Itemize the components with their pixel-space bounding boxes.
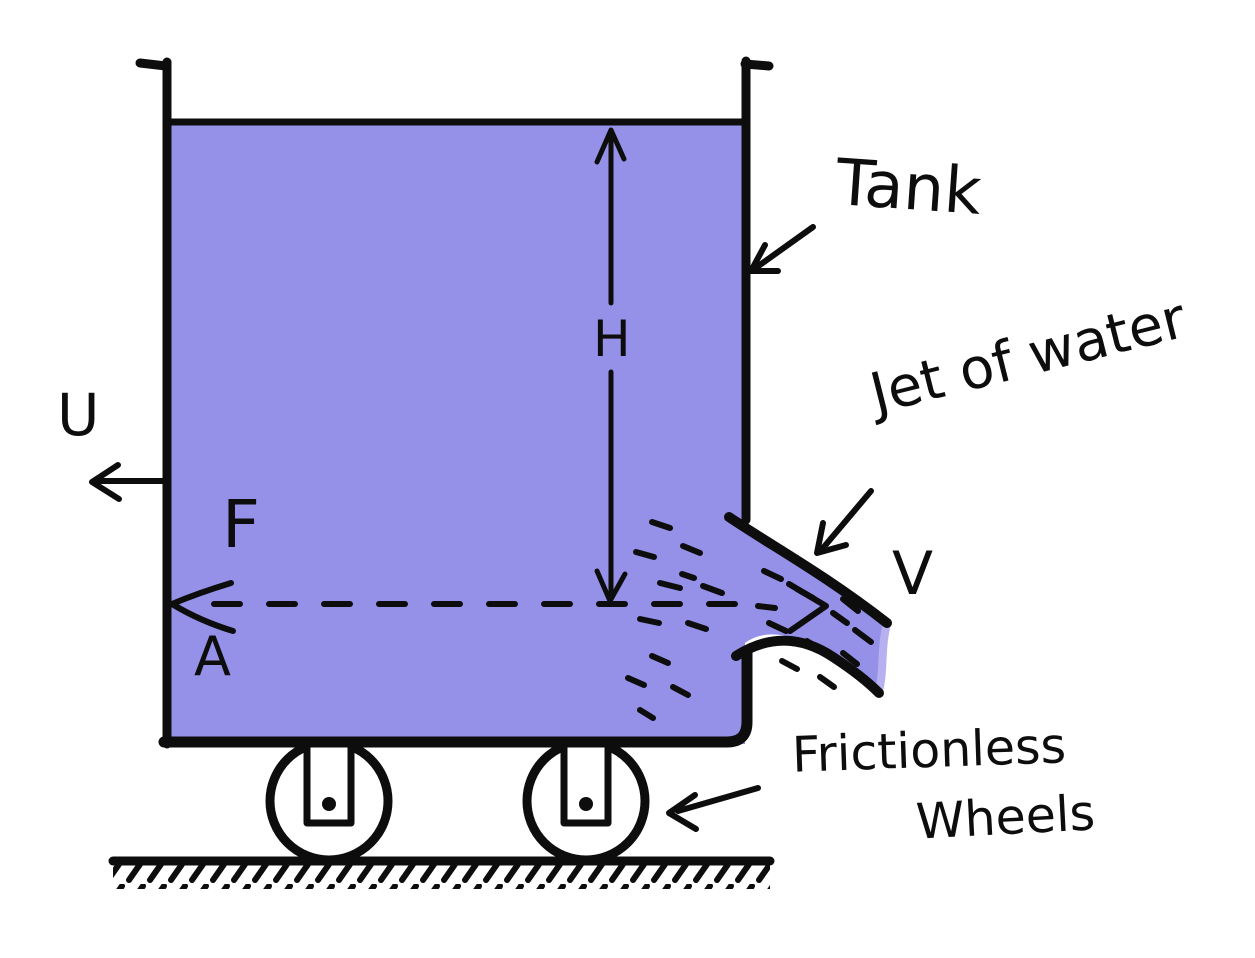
wheel-right <box>522 737 650 865</box>
ground-hatching <box>113 864 770 889</box>
axle-dot <box>579 797 593 811</box>
cart-velocity-label: U <box>57 381 100 449</box>
water-height-label: H <box>593 310 631 368</box>
arrowhead-left-upper <box>169 580 234 607</box>
jet-pointer-arrow <box>814 488 874 556</box>
water-body <box>167 120 890 744</box>
arrowhead <box>666 792 699 832</box>
arrowhead-up <box>594 127 627 165</box>
ground <box>108 856 775 889</box>
outlet-area-label: A <box>194 625 231 688</box>
jet-free-surface-edge <box>875 624 890 695</box>
arrowhead <box>748 242 781 274</box>
jet-nozzle-outline <box>724 512 892 698</box>
tank-left-lip <box>135 58 171 71</box>
tank-right-lip <box>740 59 774 71</box>
tank-outline <box>135 56 774 749</box>
arrowhead-left <box>89 462 122 502</box>
arrowhead-left-lower <box>169 601 236 634</box>
cart-velocity-arrow <box>89 462 167 502</box>
tank-bottom-and-right-wall-lower <box>158 647 753 748</box>
wheels-pointer-arrow <box>666 785 761 832</box>
wheel-left <box>265 737 393 865</box>
tank-label: Tank <box>833 146 984 230</box>
frictionless-wheels-label-line2: Wheels <box>914 784 1097 851</box>
force-label: F <box>222 486 260 563</box>
flow-streamline-dashes <box>625 519 874 721</box>
axle-dot <box>322 797 336 811</box>
jet-velocity-label: V <box>892 539 934 609</box>
tank-pointer-arrow <box>748 224 816 274</box>
frictionless-wheels-label-line1: Frictionless <box>791 717 1067 784</box>
arrowhead <box>814 520 849 556</box>
